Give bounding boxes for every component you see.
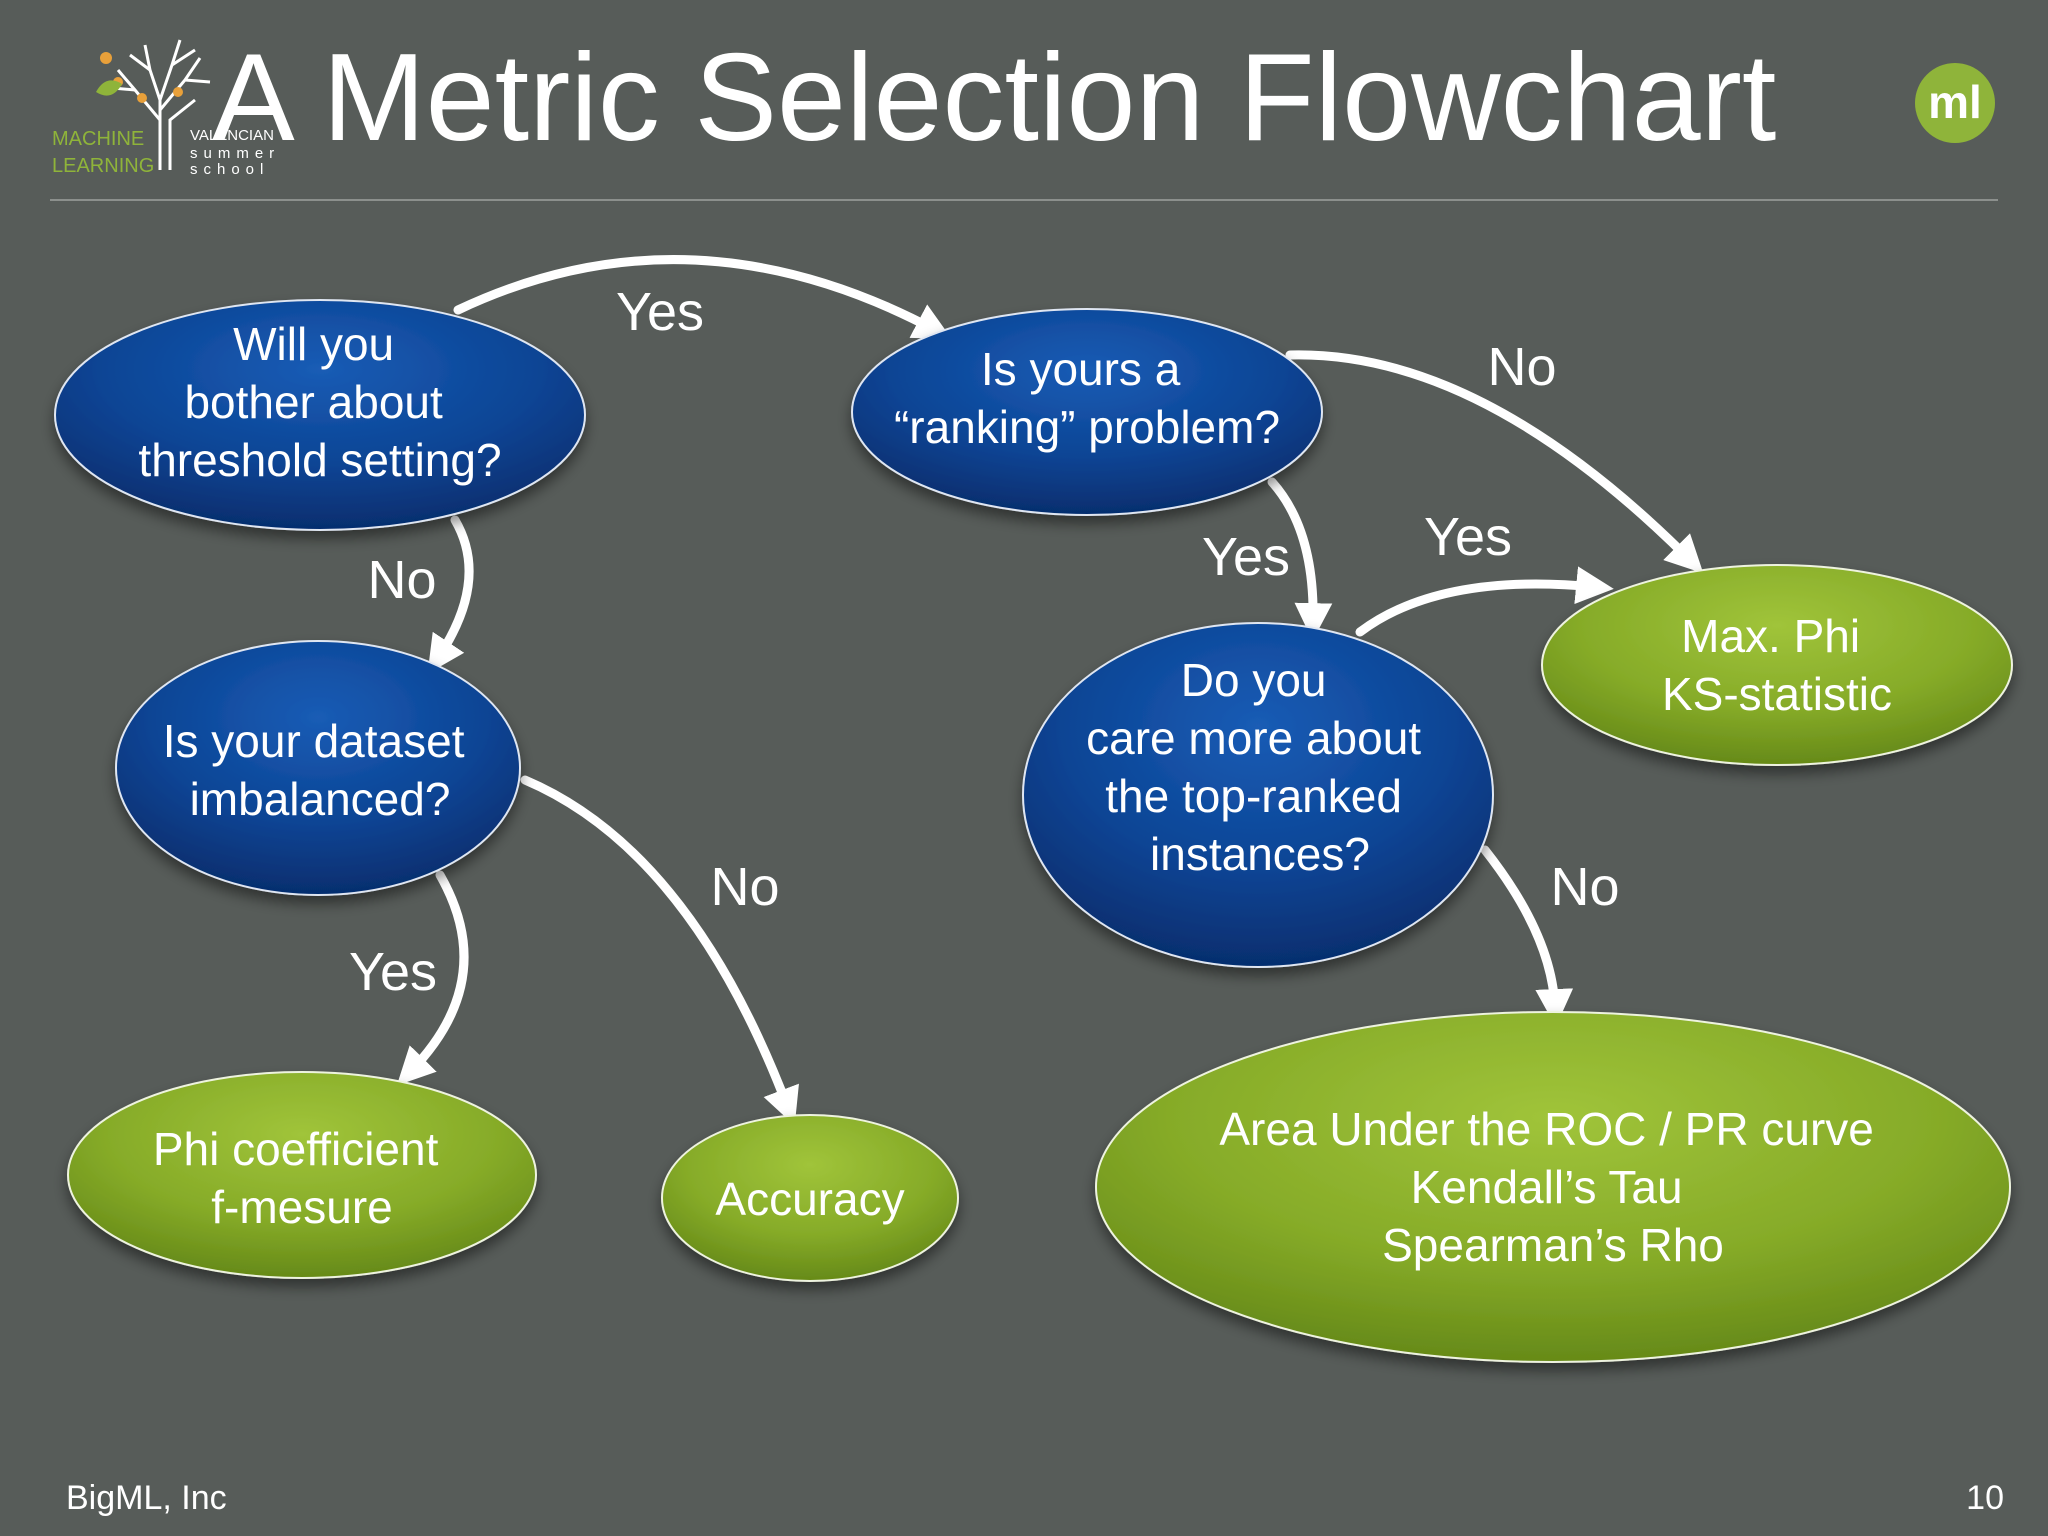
footer-company: BigML, Inc — [66, 1479, 227, 1517]
leaf-icon — [96, 80, 122, 96]
node-threshold-line: bother about — [184, 376, 443, 428]
footer-page-number: 10 — [1966, 1479, 2004, 1517]
edge-label-no: No — [1487, 337, 1556, 397]
logo-text-machine: MACHINE — [52, 128, 144, 150]
arrow-imbalanced-to-accuracy — [520, 775, 799, 1126]
node-threshold-line: threshold setting? — [138, 434, 501, 486]
node-imbalanced-text: Is your dataset imbalanced? — [163, 715, 478, 825]
arrow-topranked-to-maxphi — [1355, 566, 1614, 637]
node-auc-line: Spearman’s Rho — [1382, 1219, 1724, 1271]
arrow-imbalanced-to-phi — [396, 870, 469, 1086]
node-imbalanced-question: Is your dataset imbalanced? — [115, 640, 521, 896]
arrow-threshold-to-imbalanced — [427, 515, 474, 674]
node-accuracy-text: Accuracy — [715, 1173, 904, 1225]
node-max-phi-line: Max. Phi — [1681, 610, 1860, 662]
bigml-logo-text: ml — [1928, 76, 1982, 128]
edge-label-yes: Yes — [349, 942, 437, 1002]
node-auc: Area Under the ROC / PR curve Kendall’s … — [1095, 1011, 2011, 1363]
edge-label-no: No — [367, 550, 436, 610]
node-accuracy: Accuracy — [661, 1114, 959, 1282]
node-phi-text: Phi coefficient f-mesure — [153, 1123, 451, 1233]
node-max-phi-text: Max. Phi KS-statistic — [1662, 610, 1892, 720]
edge-label-yes: Yes — [616, 282, 704, 342]
node-topranked-line: care more about — [1086, 712, 1421, 764]
node-topranked-line: the top-ranked — [1105, 770, 1402, 822]
node-threshold-text: Will you bother about threshold setting? — [138, 318, 501, 486]
node-auc-text: Area Under the ROC / PR curve Kendall’s … — [1219, 1103, 1886, 1271]
node-accuracy-line: Accuracy — [715, 1173, 904, 1225]
node-phi-line: f-mesure — [211, 1181, 392, 1233]
logo-text-learning: LEARNING — [52, 155, 154, 177]
node-imbalanced-line: Is your dataset — [163, 715, 465, 767]
node-topranked-line: instances? — [1150, 828, 1370, 880]
node-ranking-question: Is yours a “ranking” problem? — [851, 308, 1323, 516]
node-auc-line: Kendall’s Tau — [1411, 1161, 1683, 1213]
node-imbalanced-line: imbalanced? — [190, 773, 451, 825]
bigml-logo-circle — [1915, 63, 1995, 143]
bigml-logo: ml — [1915, 63, 1995, 143]
node-max-phi-line: KS-statistic — [1662, 668, 1892, 720]
logo-text-valencian: VALENCIAN — [190, 127, 274, 144]
node-ranking-line: “ranking” problem? — [894, 401, 1280, 453]
page-title: A Metric Selection Flowchart — [212, 29, 1776, 167]
node-max-phi: Max. Phi KS-statistic — [1541, 564, 2013, 766]
logo-dot-icon — [173, 87, 183, 97]
arrow-topranked-to-auc — [1480, 845, 1574, 1027]
logo-text-school: school — [190, 161, 269, 178]
edge-label-no: No — [710, 857, 779, 917]
tree-icon — [111, 39, 211, 170]
arrow-ranking-to-maxphi — [1285, 350, 1704, 574]
logo-dot-icon — [100, 52, 112, 64]
node-auc-line: Area Under the ROC / PR curve — [1219, 1103, 1873, 1155]
edge-label-yes: Yes — [1202, 527, 1290, 587]
node-phi-line: Phi coefficient — [153, 1123, 439, 1175]
valencian-school-logo: MACHINE LEARNING VALENCIAN summer school — [52, 39, 280, 178]
edge-label-no: No — [1550, 857, 1619, 917]
arrow-threshold-to-ranking — [453, 255, 952, 339]
node-topranked-question: Do you care more about the top-ranked in… — [1022, 622, 1494, 968]
node-topranked-line: Do you — [1181, 654, 1327, 706]
logo-text-summer: summer — [190, 145, 280, 162]
node-phi-coefficient: Phi coefficient f-mesure — [67, 1071, 537, 1279]
node-ranking-text: Is yours a “ranking” problem? — [894, 343, 1280, 453]
edge-label-yes: Yes — [1424, 507, 1512, 567]
node-ranking-line: Is yours a — [981, 343, 1181, 395]
node-threshold-question: Will you bother about threshold setting? — [54, 299, 586, 531]
logo-dot-icon — [137, 93, 147, 103]
node-threshold-line: Will you — [233, 318, 394, 370]
node-topranked-text: Do you care more about the top-ranked in… — [1086, 654, 1434, 880]
arrow-ranking-to-topranked — [1267, 477, 1333, 641]
